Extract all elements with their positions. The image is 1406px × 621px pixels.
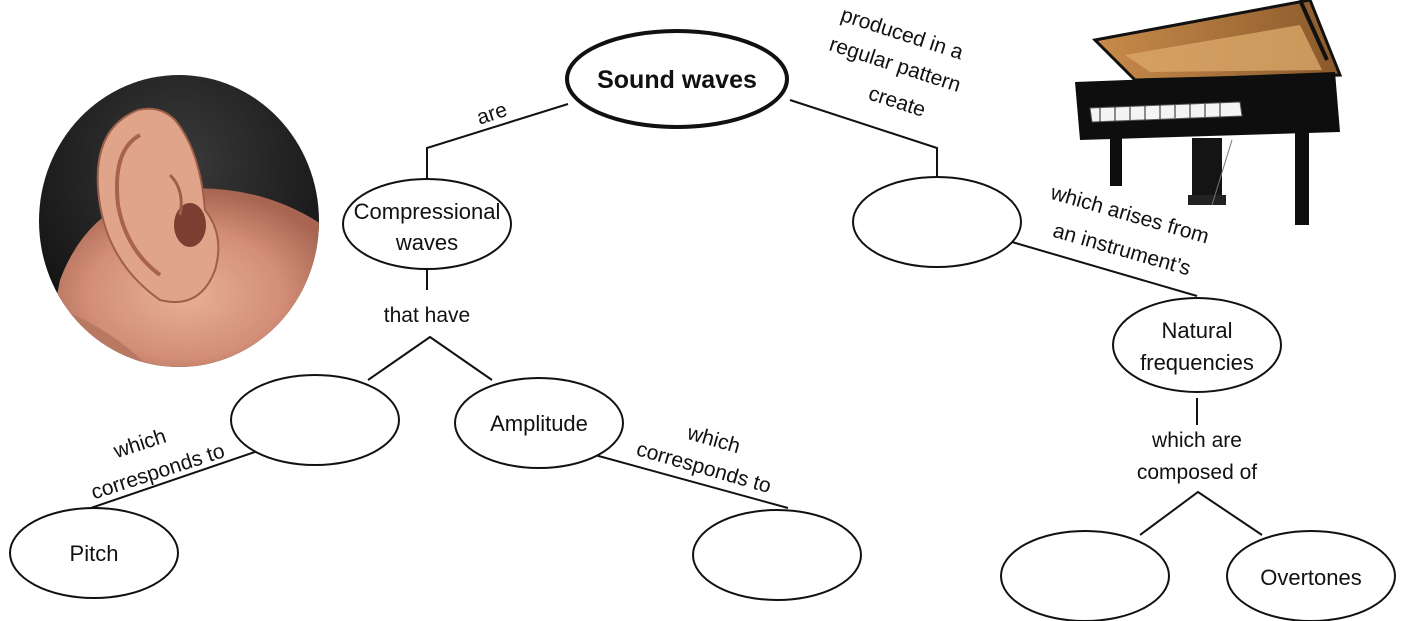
ear-photo: [39, 75, 319, 367]
link-arises: which arises from an instrument’s: [1047, 181, 1211, 280]
node-natural-frequencies: Natural frequencies: [1112, 297, 1282, 393]
node-amplitude: Amplitude: [454, 377, 624, 469]
connector-lines: [84, 99, 1263, 536]
link-which-are: which are composed of: [1137, 429, 1257, 484]
link-which-are-line1: which are: [1151, 429, 1242, 452]
link-produced: produced in a regular pattern create: [827, 3, 967, 122]
node-blank-right-lower: [692, 509, 862, 601]
node-sound-waves-label: Sound waves: [597, 66, 757, 94]
node-pitch-label: Pitch: [70, 541, 119, 566]
node-amplitude-label: Amplitude: [490, 411, 588, 436]
node-overtones-label: Overtones: [1260, 565, 1362, 590]
link-corresponds-right: which corresponds to: [634, 421, 774, 498]
grand-piano-photo: [1075, 0, 1343, 225]
node-blank-left-mid: [230, 374, 400, 466]
node-blank-bottom-left: [1000, 530, 1170, 621]
link-that-have: that have: [384, 304, 470, 327]
node-natural-label-line2: frequencies: [1140, 350, 1254, 375]
node-compressional-waves: Compressional waves: [342, 178, 512, 270]
node-sound-waves: Sound waves: [565, 29, 789, 129]
node-blank-right-upper: [852, 176, 1022, 268]
node-natural-label-line1: Natural: [1162, 318, 1233, 343]
link-which-are-line2: composed of: [1137, 461, 1257, 484]
link-corresponds-left: which corresponds to: [88, 425, 227, 505]
node-overtones: Overtones: [1226, 530, 1396, 621]
node-compressional-label-line2: waves: [395, 230, 458, 255]
node-pitch: Pitch: [9, 507, 179, 599]
node-compressional-label-line1: Compressional: [354, 199, 501, 224]
link-produced-line3: create: [866, 82, 929, 122]
link-corr-left-line1: which: [110, 425, 169, 464]
